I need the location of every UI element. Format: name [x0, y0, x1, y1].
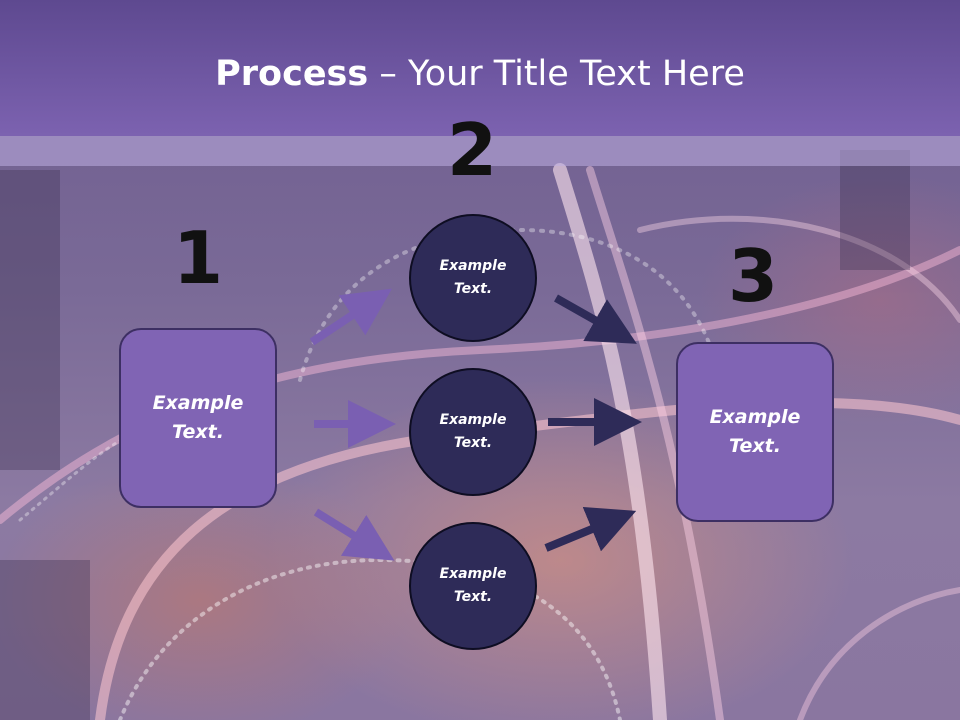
arrow-left-to-top [309, 288, 392, 346]
circle-top[interactable]: Example Text. [409, 214, 537, 342]
circle-top-text: Example Text. [439, 258, 507, 297]
circle-middle[interactable]: Example Text. [409, 368, 537, 496]
circle-bottom-text: Example Text. [439, 566, 507, 605]
title-sub-band [0, 136, 960, 166]
step-3-box[interactable]: Example Text. [676, 342, 834, 522]
arrow-left-to-bottom [313, 508, 395, 561]
circle-middle-text: Example Text. [439, 412, 507, 451]
slide-title[interactable]: Process – Your Title Text Here [0, 52, 960, 96]
step-number-3: 3 [727, 234, 779, 318]
step-number-1: 1 [172, 216, 224, 300]
arrow-bottom-to-right [544, 506, 637, 552]
title-bold: Process [215, 54, 369, 94]
title-band [0, 0, 960, 136]
step-1-box[interactable]: Example Text. [119, 328, 277, 508]
step-number-2: 2 [446, 108, 498, 192]
title-rest: – Your Title Text Here [368, 54, 745, 94]
arrow-top-to-right [554, 294, 637, 344]
step-3-text: Example Text. [709, 406, 801, 457]
circle-bottom[interactable]: Example Text. [409, 522, 537, 650]
step-1-text: Example Text. [152, 392, 244, 443]
